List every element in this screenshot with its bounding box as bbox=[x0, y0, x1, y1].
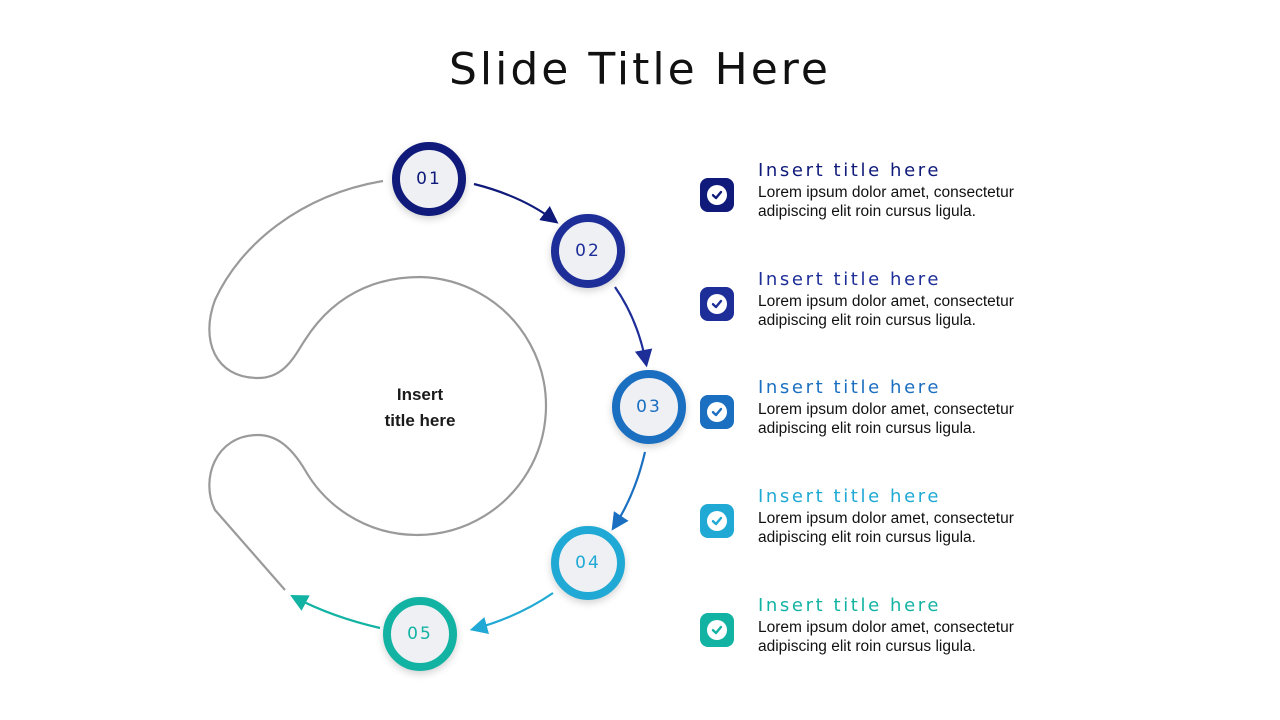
step-node-04: 04 bbox=[551, 526, 625, 600]
item-title: Insert title here bbox=[758, 486, 942, 507]
center-label: Insert title here bbox=[330, 382, 510, 434]
step-number: 04 bbox=[575, 553, 601, 573]
step-node-05: 05 bbox=[383, 597, 457, 671]
center-label-line1: Insert bbox=[396, 385, 444, 404]
arrow-04-05 bbox=[469, 592, 554, 635]
slide-title: Slide Title Here bbox=[449, 44, 831, 95]
item-title: Insert title here bbox=[758, 377, 942, 398]
cycle-outline bbox=[208, 179, 548, 591]
arrow-02-03 bbox=[614, 286, 653, 368]
arrow-01-02 bbox=[473, 182, 559, 224]
item-title: Insert title here bbox=[758, 160, 942, 181]
item-body: Lorem ipsum dolor amet, consectetur adip… bbox=[758, 184, 1014, 220]
check-icon bbox=[700, 613, 734, 647]
step-number: 01 bbox=[416, 169, 442, 189]
step-node-02: 02 bbox=[551, 214, 625, 288]
arrow-03-04 bbox=[611, 451, 647, 531]
step-node-01: 01 bbox=[392, 142, 466, 216]
step-number: 05 bbox=[407, 624, 433, 644]
item-title: Insert title here bbox=[758, 595, 942, 616]
arrow-05-end bbox=[290, 594, 381, 630]
item-body: Lorem ipsum dolor amet, consectetur adip… bbox=[758, 619, 1014, 655]
check-icon bbox=[700, 287, 734, 321]
step-number: 03 bbox=[636, 397, 662, 417]
center-label-line2: title here bbox=[384, 411, 456, 430]
item-body: Lorem ipsum dolor amet, consectetur adip… bbox=[758, 401, 1014, 437]
item-body: Lorem ipsum dolor amet, consectetur adip… bbox=[758, 510, 1014, 546]
check-icon bbox=[700, 395, 734, 429]
check-icon bbox=[700, 178, 734, 212]
item-body: Lorem ipsum dolor amet, consectetur adip… bbox=[758, 293, 1014, 329]
step-node-03: 03 bbox=[612, 370, 686, 444]
step-number: 02 bbox=[575, 241, 601, 261]
check-icon bbox=[700, 504, 734, 538]
item-title: Insert title here bbox=[758, 269, 942, 290]
